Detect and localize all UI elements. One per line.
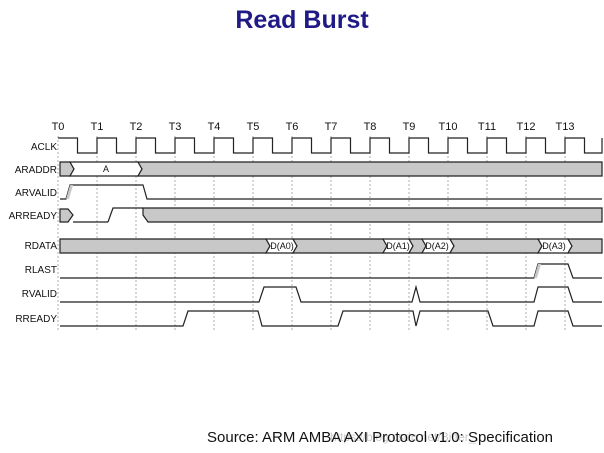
tick-label-t7: T7 [325,121,338,133]
araddr-value-label: A [103,164,109,174]
araddr-bus-undefined-end [136,161,603,177]
tick-label-t5: T5 [247,121,260,133]
signal-label-arvalid: ARVALID [15,188,57,199]
tick-label-t12: T12 [517,121,536,133]
source-caption: Source: ARM AMBA AXI Protocol v1.0: Spec… [207,429,554,446]
signal-label-arready: ARREADY [9,211,58,222]
arready-undefined-start [59,208,74,223]
signal-label-aclk: ACLK [31,142,57,153]
tick-label-t11: T11 [478,121,496,133]
rdata-undefined-5 [566,238,603,254]
rdata-label-a0: D(A0) [270,241,294,251]
page-title: Read Burst [235,6,369,34]
rdata-undefined-2 [291,238,388,254]
tick-label-t6: T6 [286,121,299,133]
arvalid-waveform [60,184,602,200]
tick-label-t4: T4 [208,121,221,133]
rdata-label-a1: D(A1) [386,241,410,251]
arvalid-shade [66,185,73,199]
tick-label-t3: T3 [169,121,182,133]
rlast-waveform [60,263,602,279]
signal-label-rvalid: RVALID [22,289,57,300]
signal-label-rready: RREADY [15,314,57,325]
rdata-label-a3: D(A3) [542,241,566,251]
rdata-label-a2: D(A2) [425,241,449,251]
signal-label-araddr: ARADDR [15,165,57,176]
signal-label-rlast: RLAST [25,265,57,276]
tick-label-t9: T9 [403,121,416,133]
arready-high [107,207,143,223]
arready-undefined-end [142,207,603,223]
watermark: https://blog.csdn.net/Bitter_... [330,430,486,444]
rvalid-waveform [60,284,602,303]
tick-label-t2: T2 [130,121,143,133]
tick-label-t10: T10 [439,121,458,133]
tick-label-t0: T0 [52,121,65,133]
tick-label-t1: T1 [91,121,104,133]
rdata-undefined-4 [448,238,543,254]
rready-waveform [60,310,602,327]
rlast-shade [534,264,541,278]
tick-label-t13: T13 [556,121,575,133]
signal-label-rdata: RDATA [25,241,58,252]
tick-label-t8: T8 [364,121,377,133]
rdata-undefined-1 [59,238,271,254]
aclk-waveform [58,137,603,154]
